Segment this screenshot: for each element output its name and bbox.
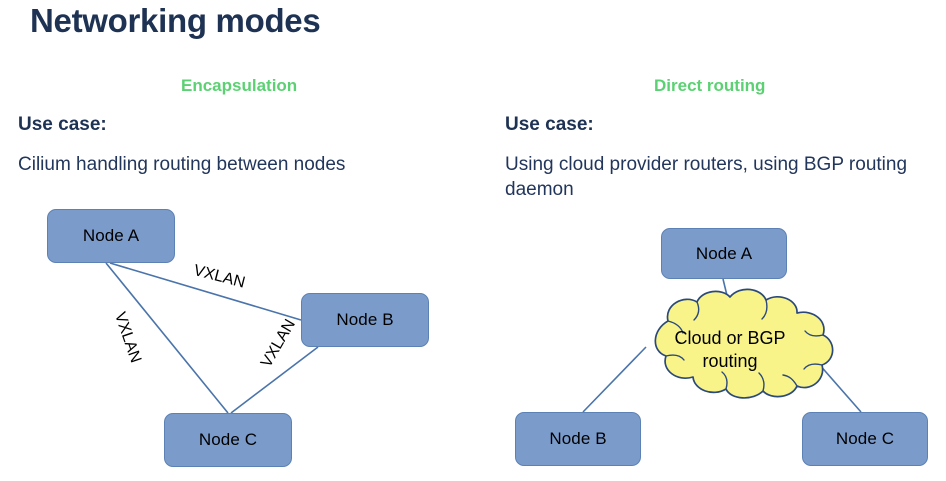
cloud-label-line1: Cloud or BGP <box>674 328 786 348</box>
node-label: Node A <box>695 243 753 263</box>
edge-label-vxlan-a-b: VXLAN <box>191 262 247 292</box>
usecase-text-left: Cilium handling routing between nodes <box>18 154 346 175</box>
column-subtitle-direct-routing: Direct routing <box>654 76 766 95</box>
cloud-label: Cloud or BGP routing <box>645 327 815 373</box>
edge-line-right-node-a-cloud <box>722 278 732 313</box>
node-label: Node B <box>549 429 607 448</box>
node-box-right-node-c[interactable]: Node C <box>802 412 928 466</box>
cloud-label-line2: routing <box>702 351 758 371</box>
page-title: Networking modes <box>30 2 321 39</box>
usecase-label-right: Use case: <box>505 114 594 135</box>
node-box-left-node-a[interactable]: Node A <box>47 209 175 263</box>
usecase-text-right: Using cloud provider routers, using BGP … <box>505 154 908 200</box>
edge-label-vxlan-b-c: VXLAN <box>258 316 299 371</box>
edge-line-right-node-b-cloud <box>582 346 647 413</box>
usecase-label-left: Use case: <box>18 114 107 135</box>
node-box-left-node-c[interactable]: Node C <box>164 413 292 467</box>
edge-label-vxlan-a-c: VXLAN <box>110 310 145 366</box>
column-subtitle-encapsulation: Encapsulation <box>181 76 298 95</box>
node-box-right-node-a[interactable]: Node A <box>661 228 787 279</box>
node-label: Node B <box>336 310 394 329</box>
node-label: Node A <box>82 226 140 245</box>
node-box-left-node-b[interactable]: Node B <box>301 293 429 347</box>
node-label: Node C <box>198 430 258 449</box>
node-label: Node C <box>835 429 895 448</box>
node-box-right-node-b[interactable]: Node B <box>515 412 641 466</box>
